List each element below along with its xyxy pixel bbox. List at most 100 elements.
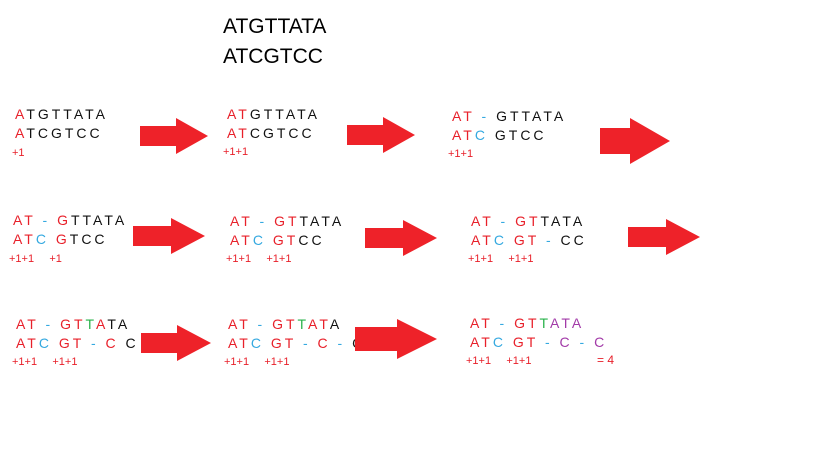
sequence-segment: AT bbox=[227, 106, 250, 122]
sequence-segment: C bbox=[317, 335, 331, 351]
sequence-segment: AT bbox=[228, 335, 251, 351]
sequence-segment: T bbox=[297, 316, 309, 332]
step-5-seq-bottom: ATC GTCC bbox=[230, 233, 325, 247]
arrow-right-icon bbox=[347, 117, 415, 153]
sequence-segment: AT bbox=[230, 232, 253, 248]
sequence-segment: - bbox=[493, 213, 516, 229]
sequence-segment: AT bbox=[452, 108, 475, 124]
sequence-segment: G bbox=[57, 212, 71, 228]
sequence-segment: - bbox=[84, 335, 106, 351]
step-3-score: +1+1 bbox=[448, 148, 474, 160]
sequence-segment: C bbox=[493, 232, 507, 248]
arrow-right-icon bbox=[628, 219, 700, 255]
step-1-score: +1 bbox=[12, 147, 25, 159]
sequence-segment: GT bbox=[515, 213, 541, 229]
sequence-segment: - bbox=[250, 316, 273, 332]
sequence-segment: GT bbox=[265, 232, 299, 248]
step-3-seq-top: AT - GTTATA bbox=[452, 109, 566, 123]
sequence-segment: ATA bbox=[550, 315, 585, 331]
sequence-segment: AT bbox=[227, 125, 250, 141]
sequence-segment: GT bbox=[506, 232, 540, 248]
sequence-segment: AT bbox=[471, 213, 494, 229]
sequence-segment: C bbox=[594, 334, 608, 350]
sequence-segment: AT bbox=[452, 127, 475, 143]
title-seq1: ATGTTATA bbox=[223, 15, 327, 38]
sequence-segment: TTATA bbox=[70, 212, 128, 228]
sequence-segment: GT bbox=[60, 316, 86, 332]
sequence-segment: - bbox=[252, 213, 275, 229]
sequence-segment: C bbox=[105, 335, 119, 351]
step-5-score: +1+1 +1+1 bbox=[226, 253, 292, 265]
sequence-segment: GT bbox=[263, 335, 297, 351]
sequence-segment: AT bbox=[13, 231, 36, 247]
sequence-segment: TGTTATA bbox=[26, 106, 108, 122]
step-6-score: +1+1 +1+1 bbox=[468, 253, 534, 265]
sequence-segment: TA bbox=[107, 316, 131, 332]
sequence-segment: - bbox=[38, 316, 61, 332]
sequence-segment: A bbox=[15, 106, 27, 122]
sequence-segment: C bbox=[35, 231, 49, 247]
sequence-segment: AT bbox=[470, 315, 493, 331]
step-7-score: +1+1 +1+1 bbox=[12, 356, 78, 368]
step-8-seq-bottom: ATC GT - C - C bbox=[228, 336, 365, 350]
sequence-segment: AT bbox=[470, 334, 493, 350]
sequence-segment: - bbox=[474, 108, 497, 124]
step-4-seq-bottom: ATC GTCC bbox=[13, 232, 108, 246]
step-7-seq-top: AT - GTTATA bbox=[16, 317, 130, 331]
step-3-seq-bottom: ATC GTCC bbox=[452, 128, 547, 142]
step-6-seq-top: AT - GTTATA bbox=[471, 214, 585, 228]
sequence-segment: G bbox=[48, 231, 70, 247]
sequence-segment: A bbox=[15, 125, 27, 141]
sequence-segment: C bbox=[118, 335, 139, 351]
step-5-seq-top: AT - GTTATA bbox=[230, 214, 344, 228]
sequence-segment: C bbox=[559, 334, 573, 350]
title-seq2: ATCGTCC bbox=[223, 45, 323, 68]
sequence-segment: - bbox=[492, 315, 515, 331]
step-9-score: +1+1 +1+1 bbox=[466, 355, 532, 367]
sequence-segment: TCGTCC bbox=[26, 125, 103, 141]
step-9-seq-bottom: ATC GT - C - C bbox=[470, 335, 607, 349]
sequence-segment: GT bbox=[51, 335, 85, 351]
step-1-seq-bottom: ATCGTCC bbox=[15, 126, 103, 140]
sequence-segment: A bbox=[329, 316, 343, 332]
step-4-seq-top: AT - GTTATA bbox=[13, 213, 127, 227]
sequence-segment: C bbox=[252, 232, 266, 248]
sequence-segment: C bbox=[492, 334, 506, 350]
sequence-segment: C bbox=[38, 335, 52, 351]
sequence-segment: TCC bbox=[69, 231, 108, 247]
sequence-segment: T bbox=[85, 316, 97, 332]
sequence-segment: T bbox=[540, 213, 552, 229]
sequence-segment: GTTATA bbox=[249, 106, 320, 122]
sequence-segment: AT bbox=[308, 316, 330, 332]
sequence-segment: TATA bbox=[299, 213, 345, 229]
sequence-segment: GTCC bbox=[487, 127, 547, 143]
arrow-right-icon bbox=[365, 220, 437, 256]
step-2-score: +1+1 bbox=[223, 146, 249, 158]
total-score: = 4 bbox=[597, 353, 615, 367]
sequence-segment: A bbox=[96, 316, 108, 332]
sequence-segment: ATA bbox=[551, 213, 586, 229]
step-2-seq-top: ATGTTATA bbox=[227, 107, 320, 121]
arrow-right-icon bbox=[355, 319, 437, 359]
sequence-segment: GT bbox=[505, 334, 539, 350]
step-2-seq-bottom: ATCGTCC bbox=[227, 126, 315, 140]
sequence-segment: GT bbox=[274, 213, 300, 229]
sequence-segment: AT bbox=[471, 232, 494, 248]
arrow-right-icon bbox=[140, 118, 208, 154]
sequence-segment: C bbox=[250, 335, 264, 351]
step-8-seq-top: AT - GTTATA bbox=[228, 317, 342, 331]
sequence-segment: - bbox=[539, 232, 561, 248]
sequence-segment: AT bbox=[230, 213, 253, 229]
sequence-segment: - bbox=[296, 335, 318, 351]
arrow-right-icon bbox=[133, 218, 205, 254]
sequence-segment: CC bbox=[298, 232, 325, 248]
sequence-segment: - bbox=[572, 334, 595, 350]
sequence-segment: - bbox=[330, 335, 353, 351]
sequence-segment: C bbox=[474, 127, 488, 143]
sequence-segment: AT bbox=[16, 316, 39, 332]
step-7-seq-bottom: ATC GT - C C bbox=[16, 336, 139, 350]
sequence-segment: T bbox=[539, 315, 551, 331]
sequence-segment: AT bbox=[13, 212, 36, 228]
step-4-score: +1+1 +1 bbox=[9, 253, 62, 265]
arrow-right-icon bbox=[141, 325, 211, 361]
